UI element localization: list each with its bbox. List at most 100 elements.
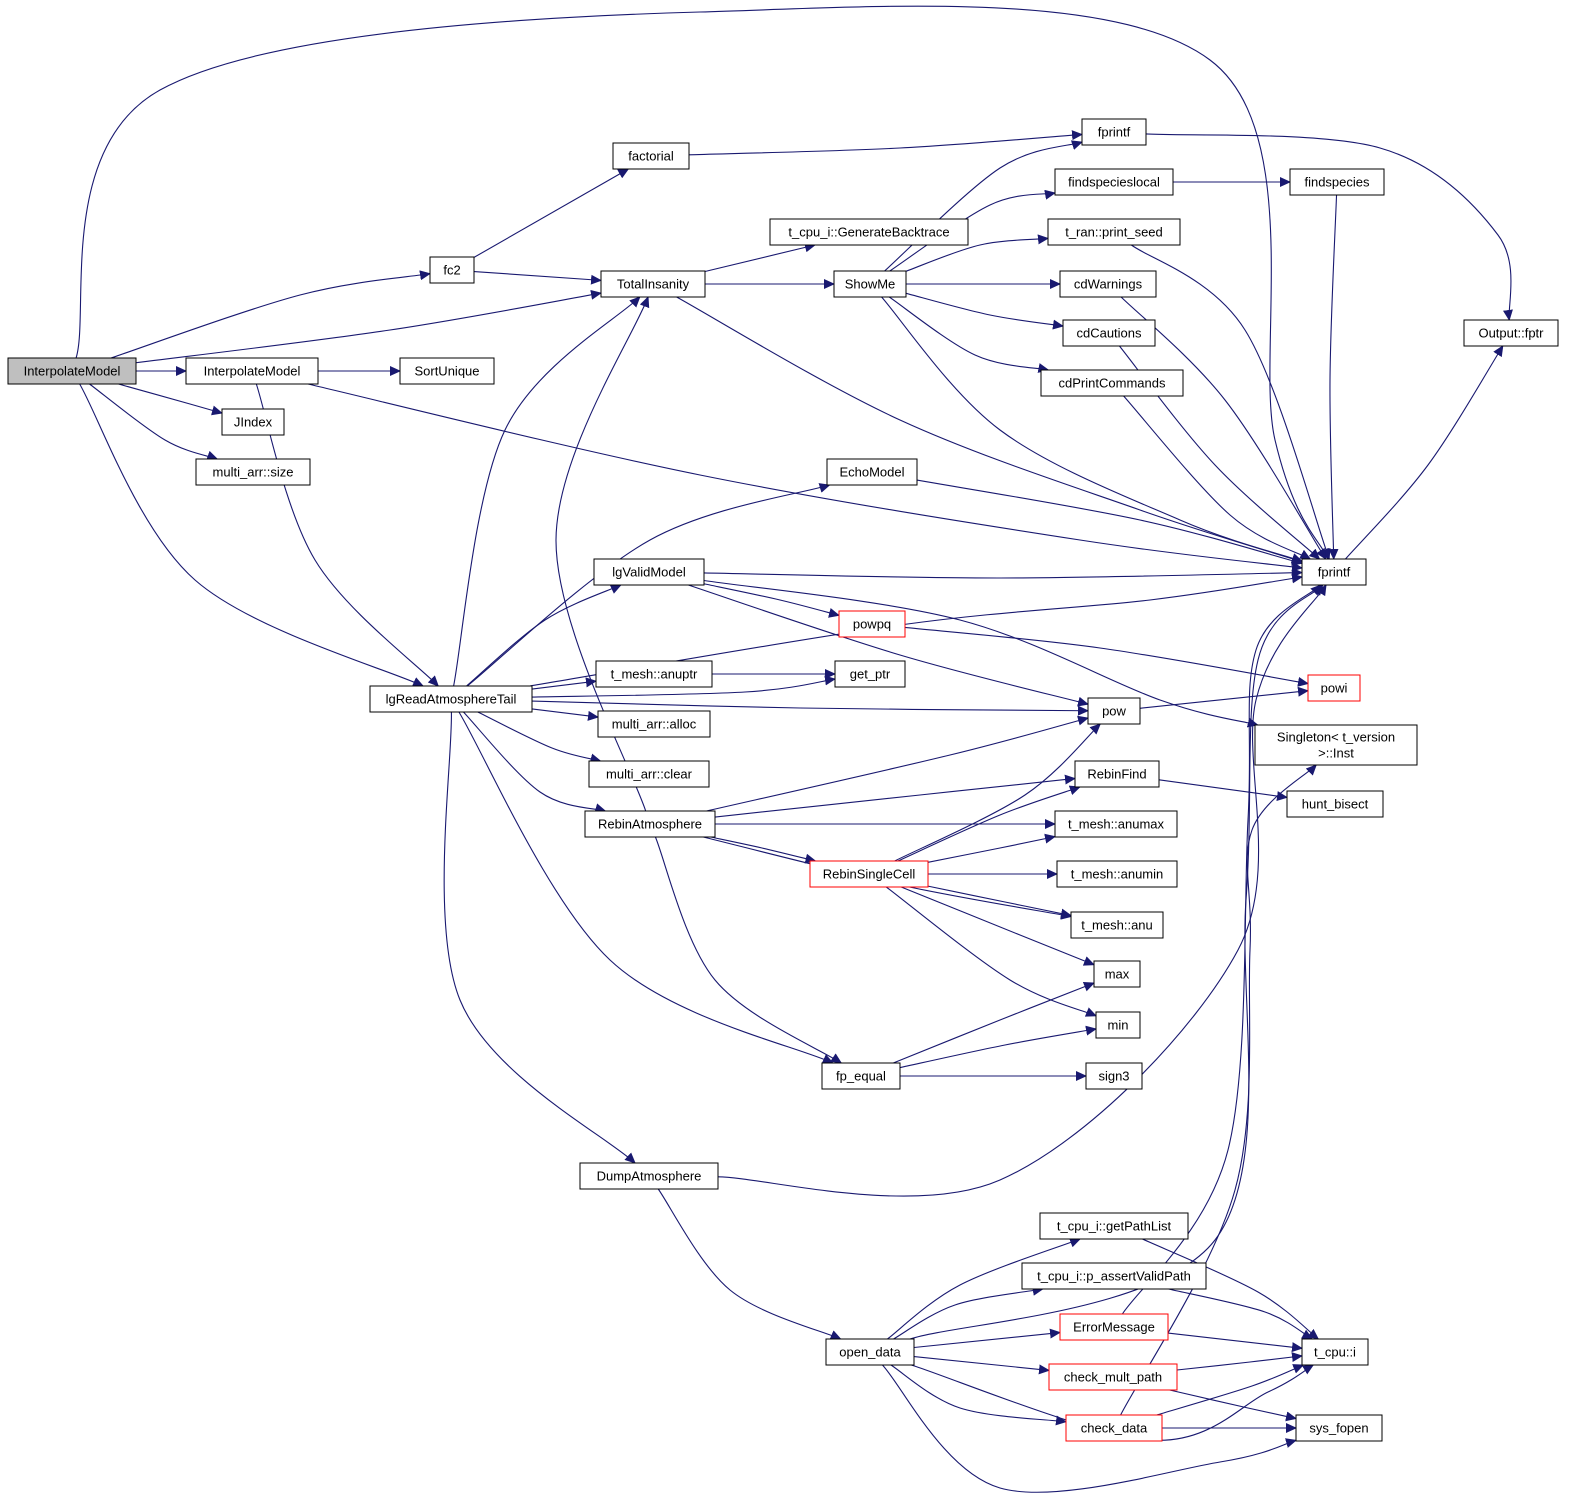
node-box[interactable] (769, 218, 969, 246)
node-box[interactable] (1295, 1414, 1383, 1442)
node-box[interactable] (1047, 218, 1181, 246)
node-box[interactable] (595, 660, 713, 688)
node-check-mult-path[interactable]: check_mult_path (1048, 1363, 1178, 1391)
node-p-assert-valid-path[interactable]: t_cpu_i::p_assertValidPath (1021, 1262, 1207, 1290)
node-box[interactable] (429, 256, 475, 284)
node-box[interactable] (1054, 168, 1174, 196)
node-powpq[interactable]: powpq (838, 610, 906, 638)
node-findspecieslocal[interactable]: findspecieslocal (1054, 168, 1174, 196)
node-box[interactable] (809, 860, 929, 888)
node-box[interactable] (1085, 1062, 1143, 1090)
node-check-data[interactable]: check_data (1065, 1414, 1163, 1442)
node-box[interactable] (588, 760, 710, 788)
node-findspecies[interactable]: findspecies (1289, 168, 1385, 196)
node-fprintf-main[interactable]: fprintf (1301, 558, 1367, 586)
node-box[interactable] (1074, 760, 1160, 788)
node-box[interactable] (1039, 1212, 1189, 1240)
node-interpolate-model-root[interactable]: InterpolateModel (7, 357, 137, 385)
node-echo-model[interactable]: EchoModel (826, 458, 918, 486)
node-box[interactable] (1048, 1363, 1178, 1391)
node-get-ptr[interactable]: get_ptr (834, 660, 906, 688)
node-box[interactable] (612, 142, 690, 170)
node-dump-atmosphere[interactable]: DumpAtmosphere (579, 1162, 719, 1190)
node-singleton-inst[interactable]: Singleton< t_version>::Inst (1254, 724, 1418, 766)
node-generate-backtrace[interactable]: t_cpu_i::GenerateBacktrace (769, 218, 969, 246)
node-hunt-bisect[interactable]: hunt_bisect (1286, 790, 1384, 818)
node-anumin[interactable]: t_mesh::anumin (1056, 860, 1178, 888)
node-anumax[interactable]: t_mesh::anumax (1054, 810, 1178, 838)
node-box[interactable] (1070, 911, 1164, 939)
node-min[interactable]: min (1095, 1011, 1141, 1039)
node-interpolate-model[interactable]: InterpolateModel (185, 357, 319, 385)
node-box[interactable] (399, 357, 495, 385)
node-box[interactable] (1289, 168, 1385, 196)
node-box[interactable] (7, 357, 137, 385)
node-box[interactable] (579, 1162, 719, 1190)
node-output-fptr[interactable]: Output::fptr (1463, 319, 1559, 347)
node-fp-equal[interactable]: fp_equal (821, 1062, 901, 1090)
node-box[interactable] (1254, 724, 1418, 766)
node-lg-read-atmosphere-tail[interactable]: lgReadAtmosphereTail (369, 685, 533, 713)
node-box[interactable] (1062, 319, 1156, 347)
node-lg-valid-model[interactable]: lgValidModel (593, 558, 705, 586)
node-box[interactable] (1054, 810, 1178, 838)
node-sign3[interactable]: sign3 (1085, 1062, 1143, 1090)
node-box[interactable] (1056, 860, 1178, 888)
node-sys-fopen[interactable]: sys_fopen (1295, 1414, 1383, 1442)
node-multi-arr-size[interactable]: multi_arr::size (195, 458, 311, 486)
node-box[interactable] (838, 610, 906, 638)
node-box[interactable] (597, 710, 711, 738)
node-anuptr[interactable]: t_mesh::anuptr (595, 660, 713, 688)
node-box[interactable] (1040, 369, 1184, 397)
node-cd-print-commands[interactable]: cdPrintCommands (1040, 369, 1184, 397)
node-box[interactable] (825, 1338, 915, 1366)
node-box[interactable] (1059, 1313, 1169, 1341)
node-box[interactable] (1021, 1262, 1207, 1290)
node-box[interactable] (1059, 270, 1157, 298)
node-box[interactable] (1065, 1414, 1163, 1442)
node-anu[interactable]: t_mesh::anu (1070, 911, 1164, 939)
node-box[interactable] (1095, 1011, 1141, 1039)
node-error-message[interactable]: ErrorMessage (1059, 1313, 1169, 1341)
node-multi-arr-clear[interactable]: multi_arr::clear (588, 760, 710, 788)
node-box[interactable] (1081, 118, 1147, 146)
node-print-seed[interactable]: t_ran::print_seed (1047, 218, 1181, 246)
node-rebin-find[interactable]: RebinFind (1074, 760, 1160, 788)
node-box[interactable] (195, 458, 311, 486)
node-max[interactable]: max (1093, 960, 1141, 988)
node-box[interactable] (833, 270, 907, 298)
node-box[interactable] (1301, 1338, 1369, 1366)
node-box[interactable] (185, 357, 319, 385)
node-multi-arr-alloc[interactable]: multi_arr::alloc (597, 710, 711, 738)
node-box[interactable] (1463, 319, 1559, 347)
node-powi[interactable]: powi (1307, 674, 1361, 702)
node-fprintf-top[interactable]: fprintf (1081, 118, 1147, 146)
node-rebin-atmosphere[interactable]: RebinAtmosphere (584, 810, 716, 838)
node-total-insanity[interactable]: TotalInsanity (600, 270, 706, 298)
node-box[interactable] (821, 1062, 901, 1090)
node-cd-cautions[interactable]: cdCautions (1062, 319, 1156, 347)
node-cd-warnings[interactable]: cdWarnings (1059, 270, 1157, 298)
node-open-data[interactable]: open_data (825, 1338, 915, 1366)
node-t-cpu-i[interactable]: t_cpu::i (1301, 1338, 1369, 1366)
node-box[interactable] (1087, 697, 1141, 725)
node-show-me[interactable]: ShowMe (833, 270, 907, 298)
node-box[interactable] (1286, 790, 1384, 818)
node-rebin-single-cell[interactable]: RebinSingleCell (809, 860, 929, 888)
node-fc2[interactable]: fc2 (429, 256, 475, 284)
node-box[interactable] (1301, 558, 1367, 586)
node-box[interactable] (584, 810, 716, 838)
node-box[interactable] (600, 270, 706, 298)
node-box[interactable] (221, 408, 285, 436)
node-box[interactable] (834, 660, 906, 688)
node-sort-unique[interactable]: SortUnique (399, 357, 495, 385)
node-factorial[interactable]: factorial (612, 142, 690, 170)
node-box[interactable] (1307, 674, 1361, 702)
node-get-path-list[interactable]: t_cpu_i::getPathList (1039, 1212, 1189, 1240)
node-box[interactable] (593, 558, 705, 586)
node-box[interactable] (369, 685, 533, 713)
node-pow[interactable]: pow (1087, 697, 1141, 725)
node-jindex[interactable]: JIndex (221, 408, 285, 436)
node-box[interactable] (826, 458, 918, 486)
node-box[interactable] (1093, 960, 1141, 988)
